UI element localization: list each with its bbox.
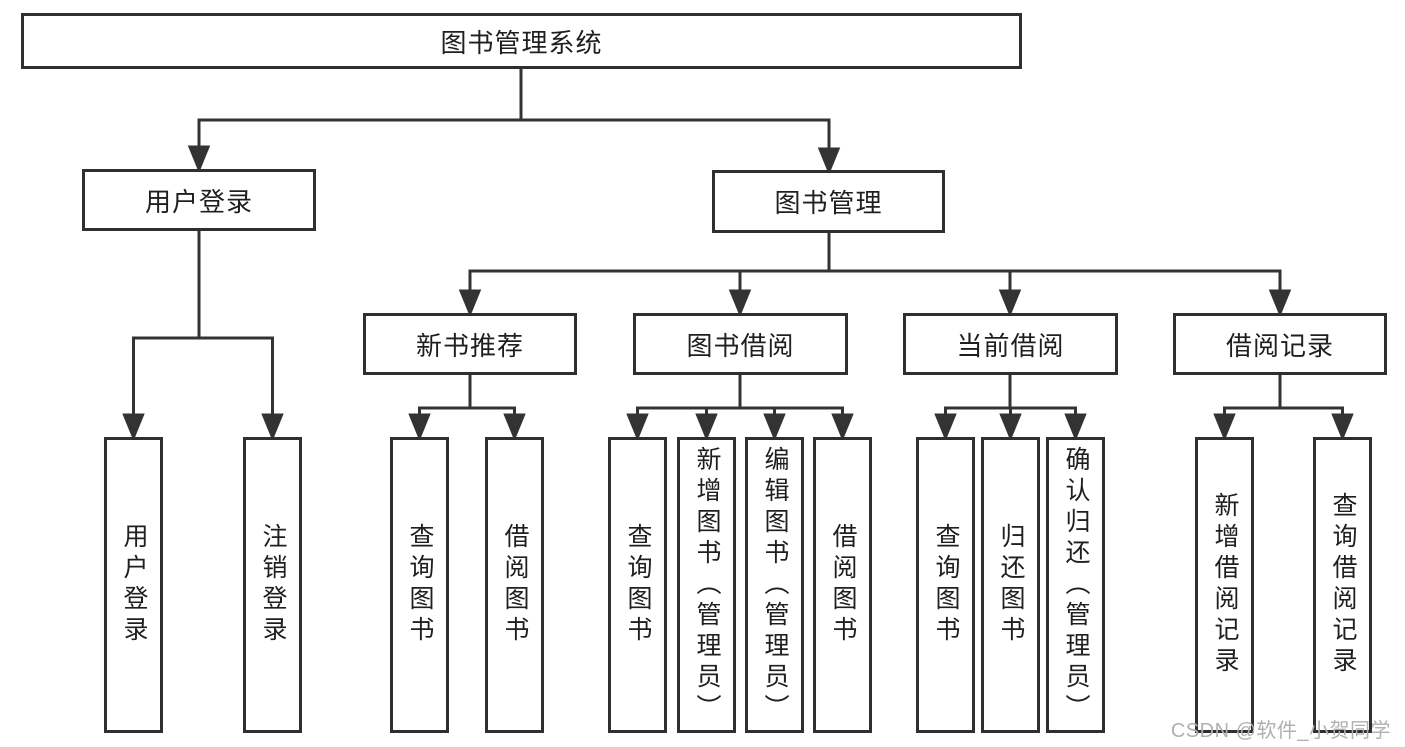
leaf-query-borrow-record-label: 查询借阅记录 [1329,492,1357,678]
node-current-borrow: 当前借阅 [903,313,1118,375]
node-borrow-records: 借阅记录 [1173,313,1387,375]
leaf-query-book-3-label: 查询图书 [932,523,960,647]
leaf-query-book-2: 查询图书 [608,437,667,733]
leaf-add-book-admin-label: 新增图书（管理员） [693,445,721,725]
leaf-logout-label: 注销登录 [259,523,287,647]
connector-root-to-level2 [187,67,841,175]
connector-book-borrow-to-leaves [626,373,854,441]
leaf-edit-book-admin: 编辑图书（管理员） [745,437,804,733]
leaf-add-borrow-record: 新增借阅记录 [1195,437,1254,733]
leaf-user-login: 用户登录 [104,437,163,733]
connector-user-login-to-leaves [122,229,284,441]
leaf-borrow-book-1-label: 借阅图书 [501,523,529,647]
leaf-query-book-1-label: 查询图书 [406,523,434,647]
connector-current-borrow-to-leaves [934,373,1087,441]
node-book-borrow: 图书借阅 [633,313,848,375]
node-current-borrow-label: 当前借阅 [956,330,1065,361]
leaf-query-book-1: 查询图书 [390,437,449,733]
leaf-user-login-label: 用户登录 [120,523,148,647]
node-root-library-system: 图书管理系统 [21,13,1022,69]
leaf-add-borrow-record-label: 新增借阅记录 [1211,492,1239,678]
leaf-borrow-book-2-label: 借阅图书 [829,523,857,647]
leaf-query-book-3: 查询图书 [916,437,975,733]
connector-book-mgmt-to-level3 [458,231,1292,317]
node-book-management: 图书管理 [712,170,945,233]
leaf-borrow-book-2: 借阅图书 [813,437,872,733]
node-user-login: 用户登录 [82,169,316,231]
leaf-query-borrow-record: 查询借阅记录 [1313,437,1372,733]
leaf-edit-book-admin-label: 编辑图书（管理员） [761,445,789,725]
leaf-query-book-2-label: 查询图书 [624,523,652,647]
watermark: CSDN @软件_小贺同学 [1170,720,1391,742]
node-user-login-label: 用户登录 [144,186,253,217]
leaf-confirm-return-admin: 确认归还（管理员） [1046,437,1105,733]
leaf-confirm-return-admin-label: 确认归还（管理员） [1062,445,1090,725]
leaf-borrow-book-1: 借阅图书 [485,437,544,733]
leaf-add-book-admin: 新增图书（管理员） [677,437,736,733]
leaf-return-book: 归还图书 [981,437,1040,733]
node-new-book-recommend: 新书推荐 [363,313,577,375]
node-borrow-records-label: 借阅记录 [1225,330,1334,361]
leaf-logout: 注销登录 [243,437,302,733]
connector-new-book-to-leaves [408,373,526,441]
node-new-book-recommend-label: 新书推荐 [415,330,524,361]
node-book-borrow-label: 图书借阅 [686,330,795,361]
leaf-return-book-label: 归还图书 [997,523,1025,647]
node-root-label: 图书管理系统 [440,27,603,58]
connector-borrow-records-to-leaves [1213,373,1354,441]
node-book-management-label: 图书管理 [774,188,883,218]
